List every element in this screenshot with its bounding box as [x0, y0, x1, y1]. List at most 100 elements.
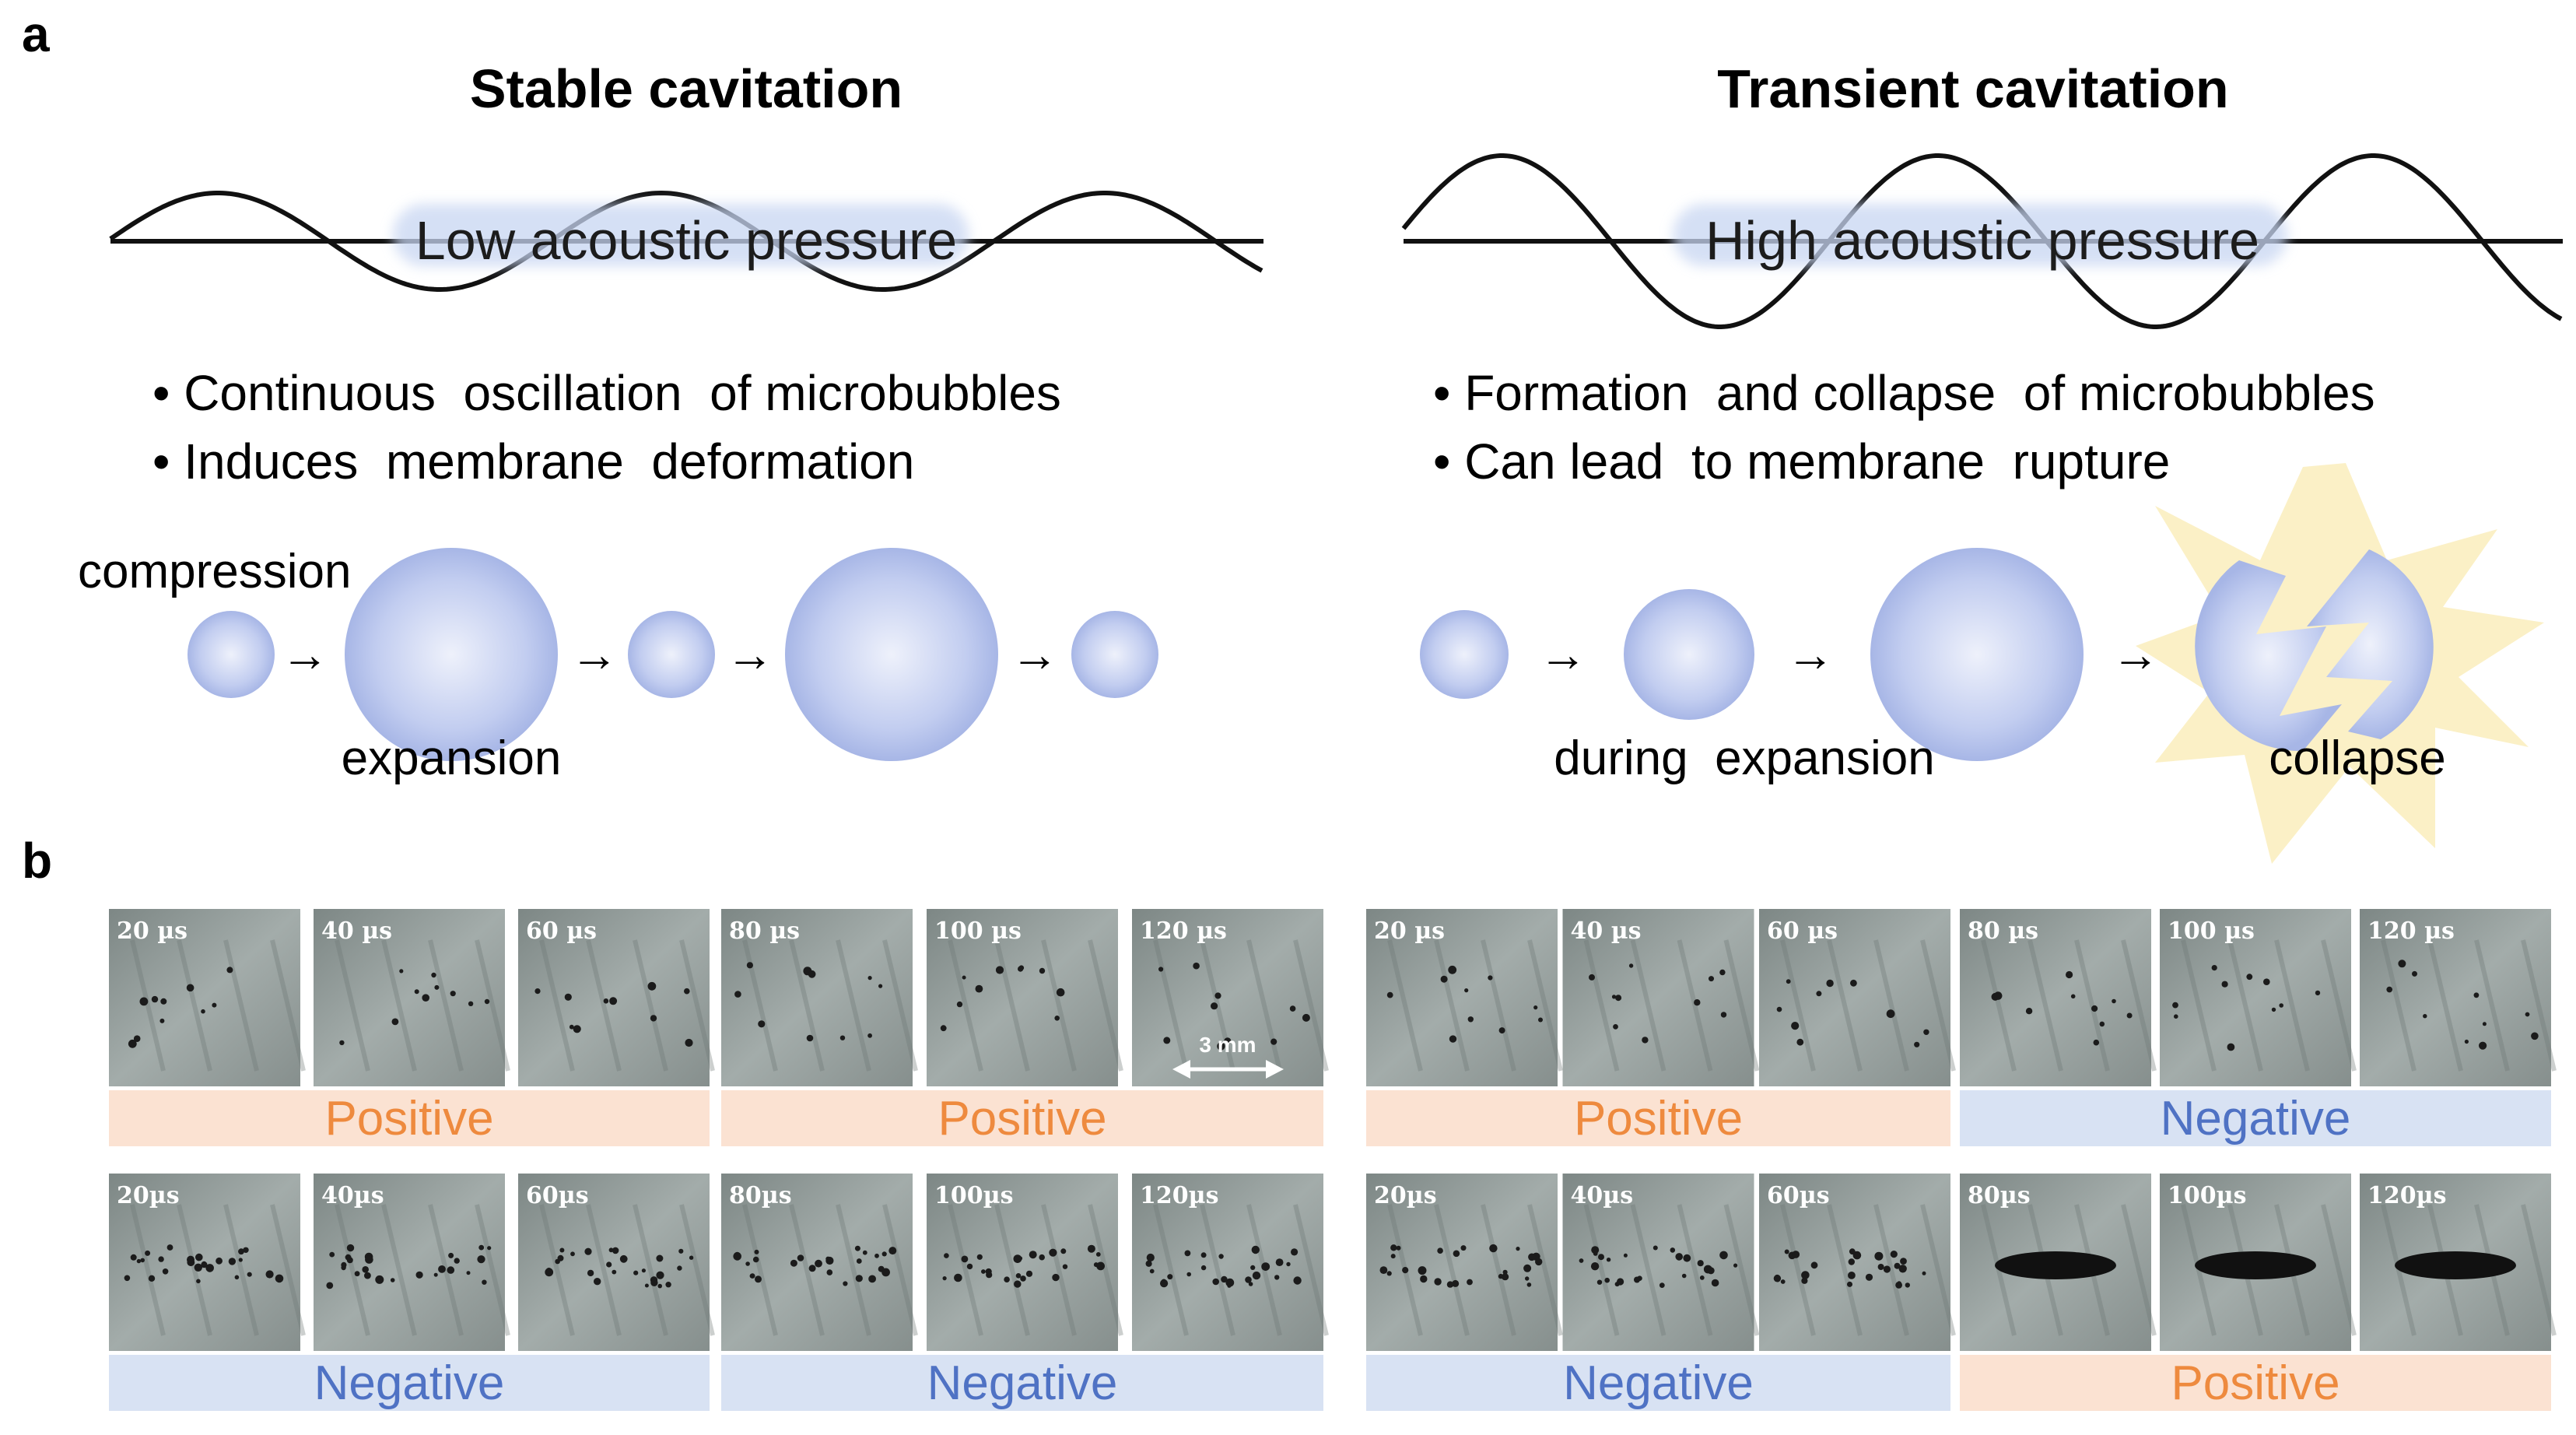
frame-streak — [1630, 939, 1667, 1072]
bubble-dot — [447, 1266, 455, 1274]
stable-bubble-5 — [1071, 611, 1158, 698]
bubble-dot — [825, 1256, 831, 1261]
collapsed-bubble-cloud — [2195, 1251, 2316, 1279]
bubble-dot — [1015, 1273, 1022, 1279]
positive-result-bar — [1960, 1355, 2551, 1411]
bubble-dot — [238, 1258, 243, 1262]
bubble-dot — [1212, 1278, 1219, 1286]
bubble-dot — [940, 1025, 947, 1032]
frame-time-label: 120µs — [1140, 1182, 1218, 1209]
bubble-dot — [1681, 1273, 1687, 1279]
bubble-dot — [1039, 967, 1046, 974]
bubble-dot — [954, 1273, 962, 1282]
bubble-dot — [678, 1248, 684, 1254]
frame-time-label: 40µs — [321, 1182, 384, 1209]
frame-streak — [1293, 939, 1329, 1072]
bubble-dot — [1434, 1278, 1442, 1286]
frame-streak — [1583, 1204, 1620, 1336]
frame-streak — [789, 939, 825, 1072]
bubble-dot — [942, 1276, 947, 1281]
bubble-dot — [1245, 1276, 1252, 1283]
frame-streak — [270, 939, 306, 1072]
frame-streak — [1723, 939, 1760, 1072]
negative-result-bar — [1960, 1090, 2551, 1146]
bubble-dot — [468, 1001, 474, 1007]
frame-streak — [2474, 939, 2510, 1072]
frame-streak — [335, 939, 370, 1072]
frame-streak — [2427, 939, 2463, 1072]
bubble-dot — [1628, 963, 1634, 968]
bubble-dot — [342, 1265, 346, 1269]
bubble-dot — [2464, 1039, 2469, 1044]
bubble-dot — [689, 1255, 694, 1260]
frame-streak — [1041, 1204, 1077, 1336]
bubble-dot — [1773, 1275, 1782, 1282]
bubble-dot — [216, 1257, 223, 1265]
bubble-dot — [1791, 1022, 1800, 1030]
bubble-dot — [1786, 979, 1791, 984]
frame-streak — [586, 939, 622, 1072]
bubble-dot — [862, 1250, 867, 1255]
bubble-dot — [1606, 1258, 1611, 1262]
bubble-dot — [609, 997, 618, 1005]
bubble-dot — [966, 1263, 973, 1270]
frame-streak — [1088, 939, 1123, 1072]
frame-streak — [1723, 1204, 1760, 1336]
transient-bubble-1 — [1420, 610, 1509, 699]
bubble-dot — [534, 988, 541, 995]
bubble-dot — [677, 1265, 682, 1271]
frame-time-label: 80µs — [1968, 1182, 2031, 1209]
collapsed-bubble-cloud — [1995, 1251, 2116, 1279]
video-frame — [1562, 909, 1754, 1086]
bubble-dot — [1060, 1248, 1067, 1254]
frame-streak — [1153, 939, 1189, 1072]
transient-bullet-2: • Can lead to membrane rupture — [1433, 433, 2170, 489]
bubble-dot — [1502, 1269, 1508, 1275]
frame-streak — [2521, 939, 2557, 1072]
bubble-dot — [1670, 1247, 1676, 1253]
frame-streak — [223, 939, 259, 1072]
frame-streak — [2227, 939, 2263, 1072]
positive-result-bar — [721, 1090, 1323, 1146]
bubble-dot — [434, 984, 440, 990]
panel-b-label: b — [22, 833, 52, 889]
bubble-dot — [1214, 992, 1221, 999]
bubble-dot — [961, 1255, 969, 1263]
bubble-dot — [1707, 1267, 1715, 1275]
bubble-dot — [2211, 965, 2217, 971]
bubble-dot — [238, 1248, 244, 1255]
bubble-dot — [145, 1250, 151, 1256]
frame-streak — [1527, 939, 1563, 1072]
stable-arrow-3: → — [726, 628, 774, 682]
bubble-dot — [415, 1271, 423, 1279]
bubble-dot — [1604, 1277, 1610, 1283]
bubble-dot — [2531, 1032, 2539, 1040]
bubble-dot — [1379, 1266, 1388, 1274]
bubble-dot — [1467, 1016, 1474, 1023]
bubble-dot — [752, 1256, 759, 1263]
frame-streak — [1920, 1204, 1956, 1336]
frame-streak — [475, 1204, 510, 1336]
bubble-dot — [1709, 976, 1714, 982]
bubble-dot — [1440, 975, 1448, 983]
low-pressure-label-glow — [393, 204, 969, 266]
bubble-dot — [797, 1254, 804, 1261]
stable-bullet-2: • Induces membrane deformation — [152, 433, 914, 489]
bubble-dot — [557, 1254, 564, 1261]
bubble-dot — [1719, 1251, 1728, 1260]
bubble-dot — [1780, 1279, 1786, 1284]
frame-streak — [1088, 1204, 1123, 1336]
bubble-dot — [1437, 1247, 1443, 1254]
frame-streak — [1246, 939, 1282, 1072]
bubble-dot — [2093, 1039, 2100, 1046]
frame-streak — [836, 939, 871, 1072]
bubble-dot — [1694, 999, 1701, 1006]
low-pressure-label: Low acoustic pressure — [415, 210, 957, 271]
bubble-dot — [422, 994, 429, 1002]
stable-arrow-1: → — [281, 628, 329, 682]
frame-streak — [1630, 1204, 1667, 1336]
bubble-dot — [1810, 1261, 1818, 1269]
frame-streak — [994, 1204, 1030, 1336]
bubble-dot — [1396, 1245, 1401, 1251]
frame-streak — [1677, 939, 1713, 1072]
